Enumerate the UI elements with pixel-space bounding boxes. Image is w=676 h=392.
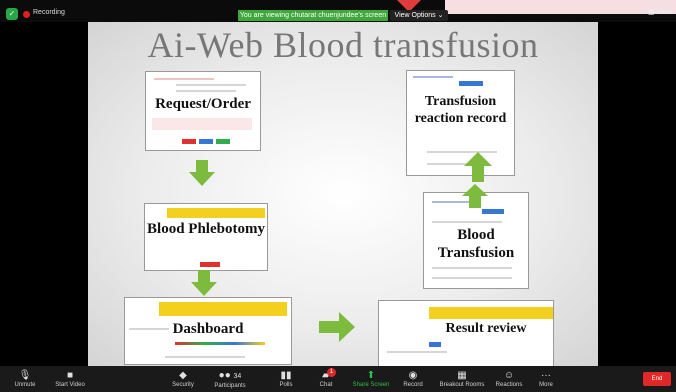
blood-transfusion-label: Blood Transfusion	[437, 227, 515, 261]
recording-label: Recording	[33, 9, 65, 16]
polls-label: Polls	[279, 382, 293, 388]
participants-button[interactable]: ●● 34 Participants	[206, 370, 254, 389]
breakout-rooms-label: Breakout Rooms	[439, 382, 485, 388]
banner-pin-marker	[397, 0, 421, 12]
view-options-button[interactable]: View Options ⌄	[390, 10, 448, 21]
recording-dot-icon	[23, 11, 30, 18]
unmute-button[interactable]: 🎙 Unmute	[8, 370, 42, 388]
share-screen-label: Share Screen	[352, 382, 390, 388]
share-screen-icon: ⬆	[366, 370, 376, 381]
chat-label: Chat	[319, 382, 333, 388]
polls-button[interactable]: ▮▮ Polls	[272, 370, 300, 388]
reactions-icon: ☺	[503, 370, 515, 381]
transfusion-reaction-label: Transfusion reaction record	[414, 94, 507, 126]
security-button[interactable]: ◆ Security	[166, 370, 200, 388]
arrow-down-2	[191, 270, 217, 296]
start-video-label: Start Video	[55, 382, 85, 388]
result-review-label: Result review	[445, 321, 527, 336]
start-video-button[interactable]: ■ Start Video	[50, 370, 90, 388]
share-screen-button[interactable]: ⬆ Share Screen	[350, 370, 392, 388]
record-icon: ◉	[408, 370, 418, 381]
participants-icon: ●● 34	[218, 370, 242, 381]
more-label: More	[539, 382, 553, 388]
dashboard-label: Dashboard	[172, 321, 244, 337]
participants-label: Participants	[214, 383, 246, 389]
blood-phlebotomy-label: Blood Phlebotomy	[147, 221, 265, 237]
transfusion-reaction-screenshot: Transfusion reaction record	[406, 70, 515, 176]
chat-badge: 1	[327, 368, 336, 377]
arrow-up-2	[464, 152, 492, 182]
arrow-right	[319, 312, 355, 342]
microphone-muted-icon: 🎙	[18, 370, 32, 381]
blood-phlebotomy-screenshot: Blood Phlebotomy	[144, 203, 268, 271]
reactions-button[interactable]: ☺ Reactions	[492, 370, 526, 388]
request-order-screenshot: Request/Order	[145, 71, 261, 151]
security-icon: ◆	[179, 370, 187, 381]
polls-icon: ▮▮	[280, 370, 292, 381]
more-button[interactable]: ··· More	[534, 370, 558, 388]
breakout-rooms-button[interactable]: ▦ Breakout Rooms	[434, 370, 490, 388]
breakout-rooms-icon: ▦	[457, 370, 467, 381]
chat-icon: ▰	[322, 370, 330, 381]
top-right-overlay	[445, 0, 676, 14]
slide-title: Ai-Web Blood transfusion	[147, 25, 539, 65]
dashboard-screenshot: Dashboard	[124, 297, 292, 365]
reactions-label: Reactions	[495, 382, 523, 388]
blood-transfusion-screenshot: Blood Transfusion	[423, 192, 529, 289]
record-label: Record	[403, 382, 423, 388]
end-meeting-button[interactable]: End	[643, 372, 671, 386]
record-button[interactable]: ◉ Record	[398, 370, 428, 388]
shared-slide: Ai-Web Blood transfusion Request/Order B…	[88, 22, 598, 366]
view-label: View	[656, 9, 672, 16]
meeting-toolbar	[0, 366, 676, 392]
more-icon: ···	[541, 370, 551, 381]
unmute-label: Unmute	[14, 382, 36, 388]
arrow-up-1	[462, 184, 488, 208]
chat-button[interactable]: ▰ Chat	[312, 370, 340, 388]
arrow-down-1	[189, 160, 215, 186]
participants-count: 34	[233, 373, 242, 380]
viewing-screen-banner: You are viewing chutarat chuenjundee's s…	[238, 10, 388, 21]
result-review-screenshot: Result review	[378, 300, 554, 366]
view-button[interactable]: ▦ View	[648, 9, 672, 16]
video-off-icon: ■	[66, 370, 74, 381]
request-order-label: Request/Order	[155, 96, 251, 112]
security-label: Security	[172, 382, 194, 388]
security-shield-icon[interactable]: ✓	[6, 8, 18, 20]
